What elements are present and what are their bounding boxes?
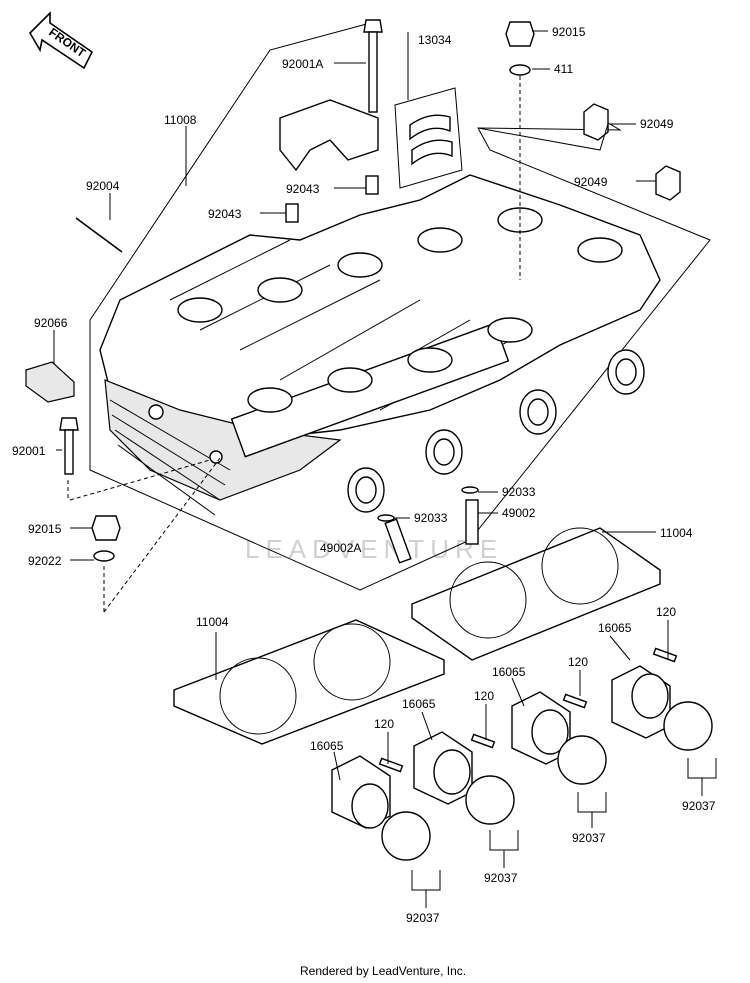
carb-holder-c-icon bbox=[511, 691, 607, 785]
label-120-a: 120 bbox=[374, 717, 394, 731]
carb-holder-a-icon bbox=[331, 755, 431, 861]
label-92037-a: 92037 bbox=[406, 911, 440, 925]
valve-guide-49002-icon bbox=[465, 499, 479, 545]
washer-411-icon bbox=[509, 64, 531, 76]
label-92037-c: 92037 bbox=[572, 831, 606, 845]
cam-cap-icon bbox=[279, 99, 379, 172]
label-16065-c: 16065 bbox=[492, 665, 526, 679]
label-92043-right: 92043 bbox=[286, 182, 320, 196]
label-92022: 92022 bbox=[28, 554, 62, 568]
label-92049-upper: 92049 bbox=[640, 117, 674, 131]
stud-92004-icon bbox=[75, 217, 123, 253]
label-92049-lower: 92049 bbox=[574, 175, 608, 189]
label-120-d: 120 bbox=[656, 605, 676, 619]
washer-92022-icon bbox=[93, 550, 115, 562]
bolt-92001-icon bbox=[59, 417, 79, 475]
label-11004-upper: 11004 bbox=[660, 526, 693, 540]
carb-holder-b-icon bbox=[413, 731, 515, 825]
bolt-92001a-icon bbox=[363, 19, 383, 113]
label-92033-right: 92033 bbox=[502, 485, 536, 499]
label-92066: 92066 bbox=[34, 316, 68, 330]
dowel-92043b-icon bbox=[365, 175, 379, 195]
label-92037-d: 92037 bbox=[682, 799, 716, 813]
label-16065-a: 16065 bbox=[310, 739, 344, 753]
nut-92015b-icon bbox=[91, 515, 121, 541]
label-11004-lower: 11004 bbox=[196, 615, 229, 629]
label-16065-b: 16065 bbox=[402, 697, 436, 711]
leader-lines bbox=[53, 30, 717, 908]
clip-92033a-icon bbox=[461, 486, 479, 494]
label-92043-left: 92043 bbox=[208, 207, 242, 221]
label-49002: 49002 bbox=[502, 506, 536, 520]
label-120-b: 120 bbox=[474, 689, 494, 703]
head-gasket-lower-icon bbox=[173, 619, 445, 745]
seal-92049a-icon bbox=[583, 103, 609, 141]
carb-holder-d-icon bbox=[611, 647, 713, 751]
label-92033-left: 92033 bbox=[414, 511, 448, 525]
label-92001a: 92001A bbox=[282, 57, 323, 71]
cylinder-head-illustration bbox=[99, 174, 661, 516]
label-92004: 92004 bbox=[86, 179, 120, 193]
label-92037-b: 92037 bbox=[484, 871, 518, 885]
seal-92049b-icon bbox=[655, 165, 681, 201]
label-92015-top: 92015 bbox=[552, 25, 586, 39]
head-gasket-upper-icon bbox=[411, 527, 661, 661]
label-92015-left: 92015 bbox=[28, 522, 62, 536]
label-11008: 11008 bbox=[164, 113, 197, 127]
bearing-box-13034 bbox=[394, 87, 463, 189]
bracket-92066-icon bbox=[25, 361, 75, 403]
nut-92015a-icon bbox=[505, 21, 535, 47]
label-411: 411 bbox=[554, 62, 573, 76]
label-16065-d: 16065 bbox=[598, 621, 632, 635]
label-13034: 13034 bbox=[418, 33, 452, 47]
front-arrow-text: FRONT bbox=[46, 25, 88, 61]
dowel-92043a-icon bbox=[285, 203, 299, 223]
clip-92033b-icon bbox=[377, 514, 395, 522]
watermark: LEADVENTURE bbox=[245, 534, 503, 564]
label-49002a: 49002A bbox=[320, 541, 361, 555]
part-labels: 13034 92015 411 92001A 11008 92049 92049… bbox=[12, 25, 716, 925]
footer-credit: Rendered by LeadVenture, Inc. bbox=[300, 964, 466, 978]
front-arrow-icon: FRONT bbox=[28, 11, 94, 70]
label-120-c: 120 bbox=[568, 655, 588, 669]
label-92001: 92001 bbox=[12, 444, 46, 458]
